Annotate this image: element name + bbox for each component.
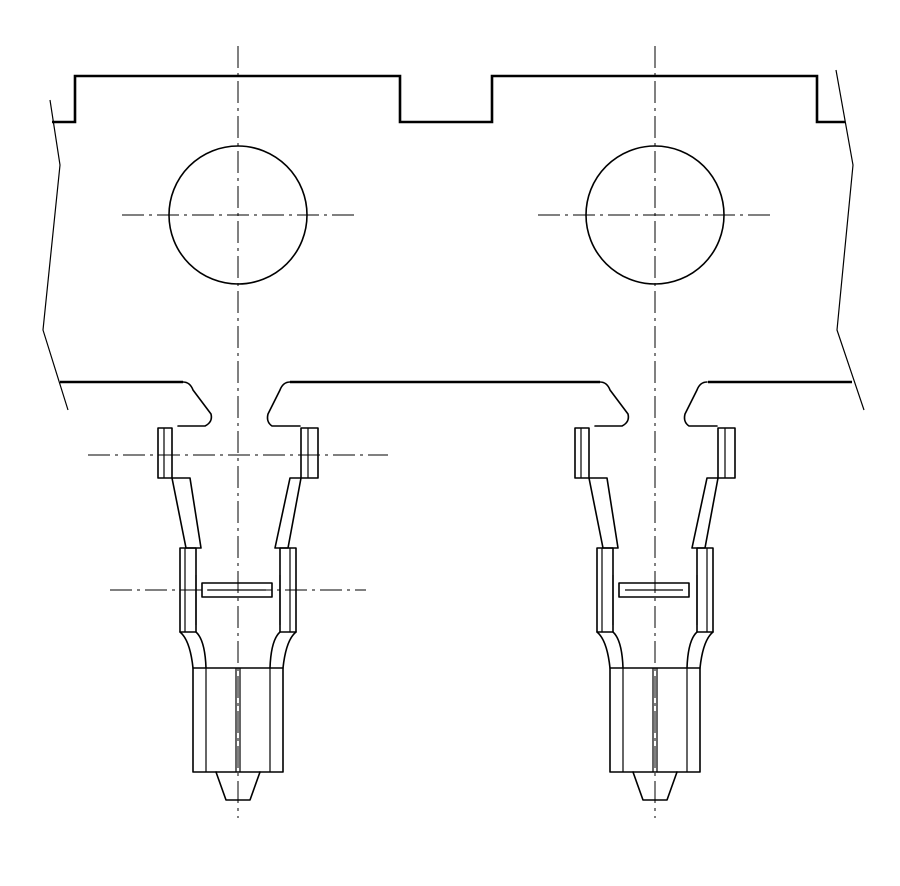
carrier-strip [42, 69, 865, 411]
centerlines [88, 46, 772, 818]
break-line-left [42, 99, 69, 411]
carrier-strip-top-edge [52, 74, 845, 124]
break-line-right [835, 69, 865, 411]
